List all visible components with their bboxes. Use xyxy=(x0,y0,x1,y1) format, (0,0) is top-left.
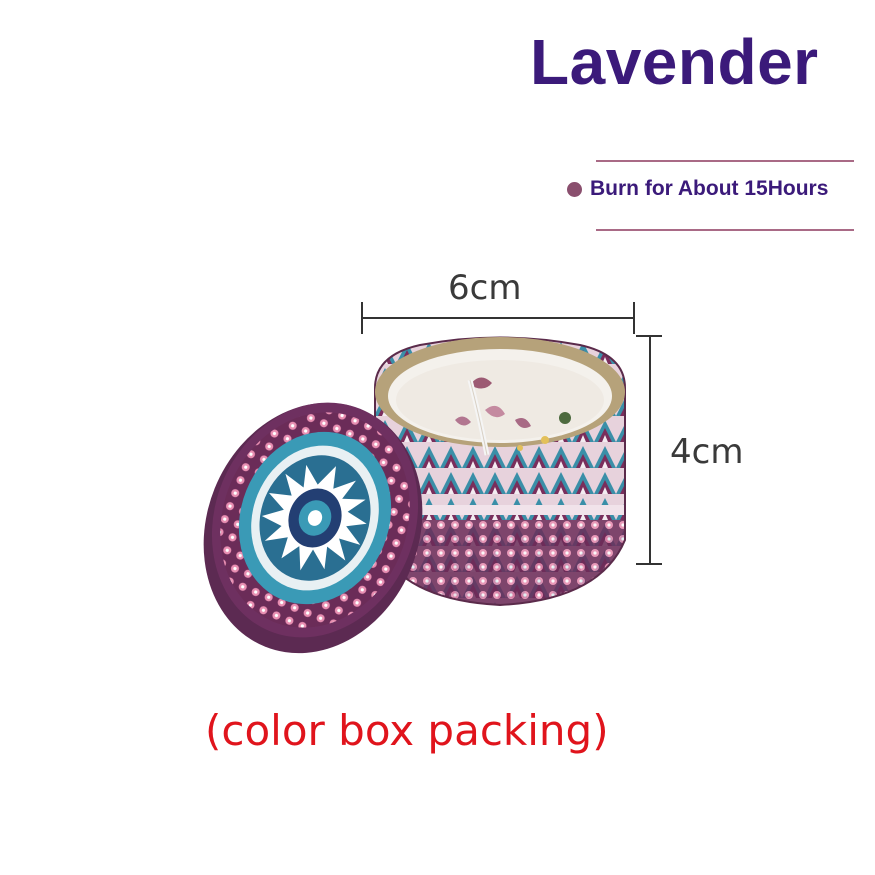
height-dimension-line xyxy=(636,335,662,565)
dried-petals xyxy=(455,377,571,451)
burn-time-text: Burn for About 15Hours xyxy=(590,177,829,200)
width-label: 6cm xyxy=(448,268,522,308)
bullet-dot-icon xyxy=(567,181,582,197)
width-dimension-line xyxy=(361,302,635,334)
product-title: Lavender xyxy=(530,26,819,98)
height-label: 4cm xyxy=(670,432,744,472)
divider-bottom xyxy=(596,229,854,231)
burn-time-info: Burn for About 15Hours xyxy=(567,177,828,201)
tin-lid xyxy=(203,402,423,654)
divider-top xyxy=(596,160,854,162)
packing-caption: (color box packing) xyxy=(205,706,609,755)
